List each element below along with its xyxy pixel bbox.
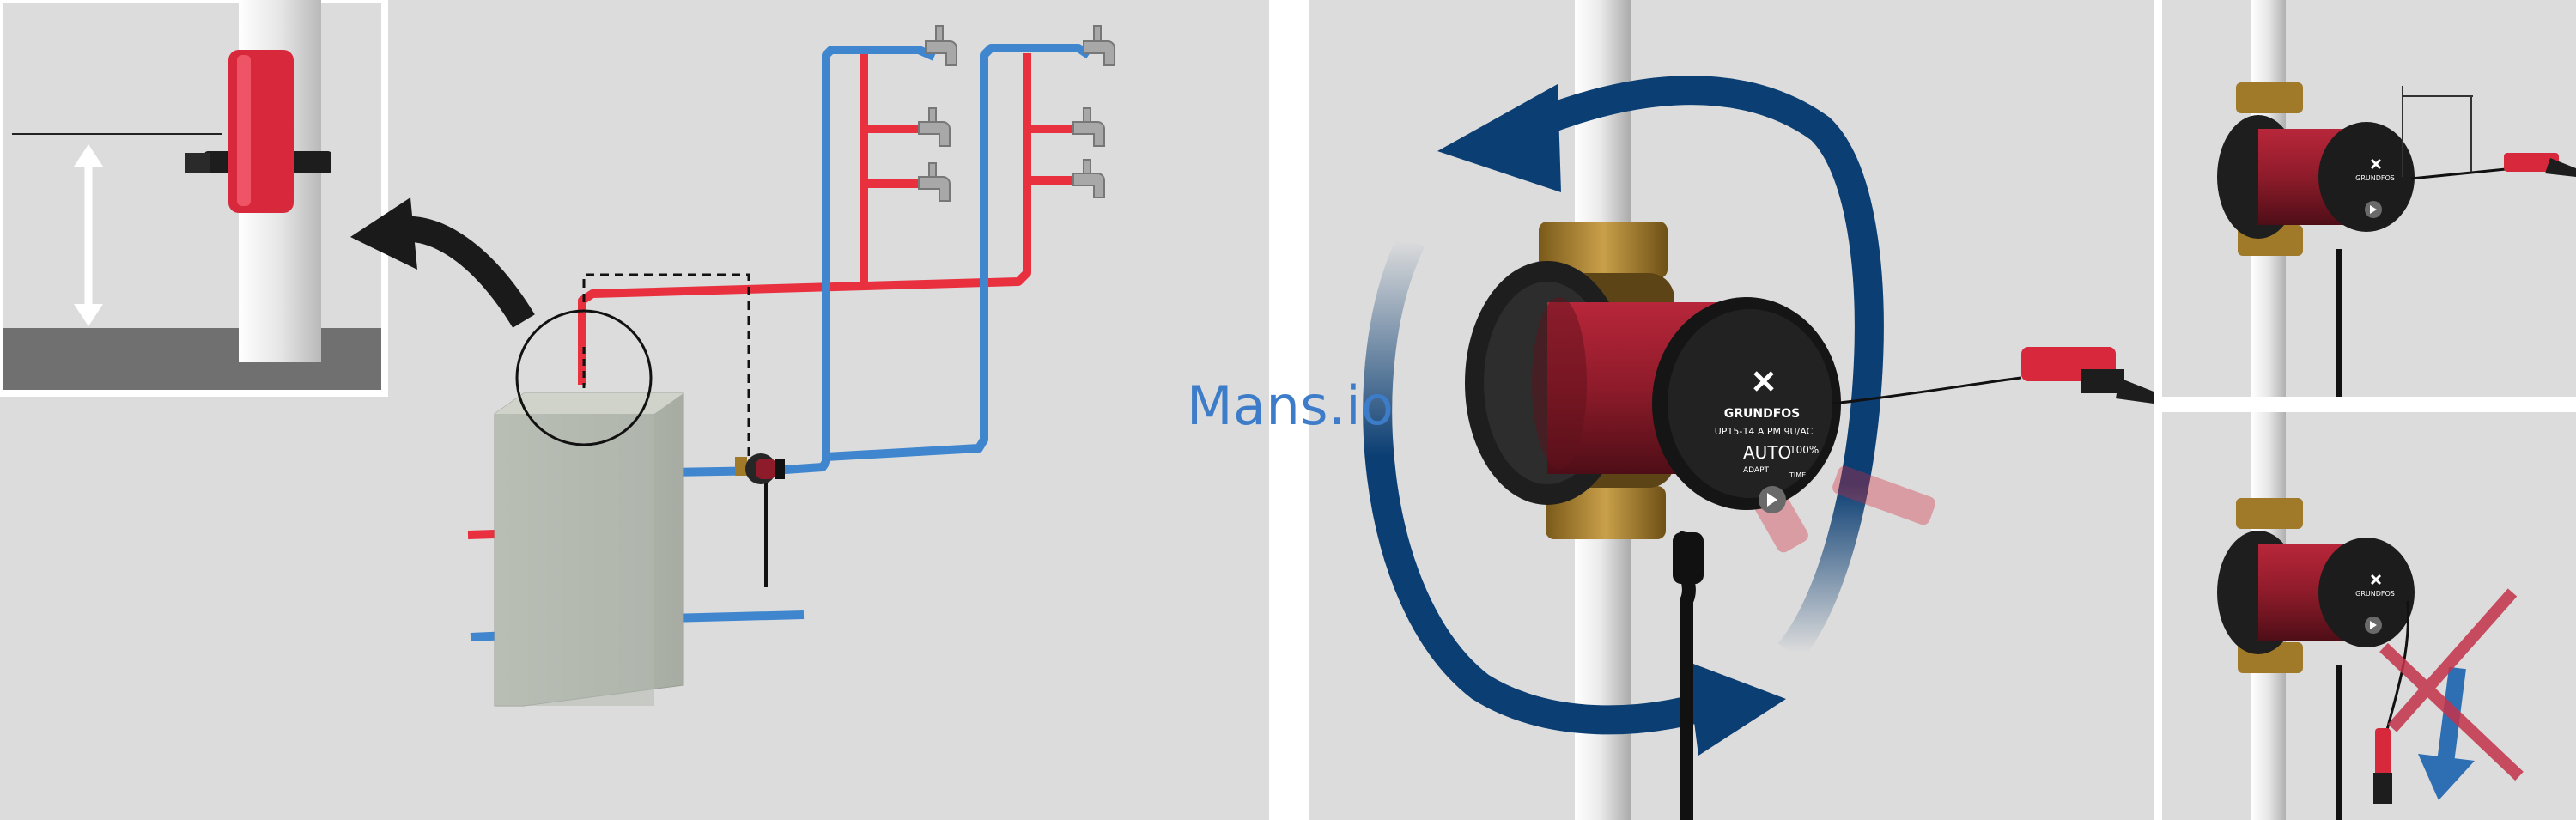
correct-placement-panel: GRUNDFOS [2162,0,2576,397]
pump-small-text: TIME [1789,471,1806,479]
chevron-right-icon [2370,621,2377,629]
watermark-text: Mans.io [1187,374,1394,437]
temperature-sensor [2373,728,2392,804]
correct-placement-illustration: GRUNDFOS [2217,0,2576,397]
incorrect-placement-panel: GRUNDFOS [2162,412,2576,820]
pump-rotation-panel: GRUNDFOS UP15-14 A PM 9U/AC AUTO ADAPT 1… [1309,0,2154,820]
installation-schematic [0,0,1115,707]
pump-brand-small: GRUNDFOS [2355,174,2395,182]
pump-model: UP15-14 A PM 9U/AC [1715,426,1814,437]
pump-percent: 100% [1789,444,1819,456]
incorrect-placement-illustration: GRUNDFOS [2217,412,2524,820]
measurement-bracket [2402,86,2473,177]
installation-diagram-panel [0,0,1269,820]
chevron-right-icon [2370,205,2377,214]
curved-arrow-head [350,197,417,270]
faucet-icon [918,25,1115,202]
pump-mode-sub: ADAPT [1743,466,1770,475]
temperature-sensor [2504,153,2576,177]
pump-brand-small: GRUNDFOS [2355,590,2395,598]
grundfos-logo-icon [1753,371,1774,392]
pump-rotation-illustration: GRUNDFOS UP15-14 A PM 9U/AC AUTO ADAPT 1… [1363,0,2154,820]
floor [3,328,381,390]
pump-brand: GRUNDFOS [1724,407,1801,421]
x-mark-icon [2379,588,2524,781]
small-pump [735,453,785,587]
rotation-arrow-icon [1363,76,1884,756]
chevron-right-icon [1767,493,1777,507]
temperature-sensor [1832,347,2154,405]
sensor-cable [582,273,750,464]
arrow-up-down-icon [74,144,103,326]
hot-water-tank [494,392,684,707]
detail-inset [0,0,388,397]
hot-water-pipes [578,53,1075,385]
temperature-sensor [185,50,331,213]
detail-highlight-circle [515,309,653,446]
circulation-pump: GRUNDFOS UP15-14 A PM 9U/AC AUTO ADAPT 1… [1465,222,1841,820]
pump-mode: AUTO [1743,442,1791,463]
